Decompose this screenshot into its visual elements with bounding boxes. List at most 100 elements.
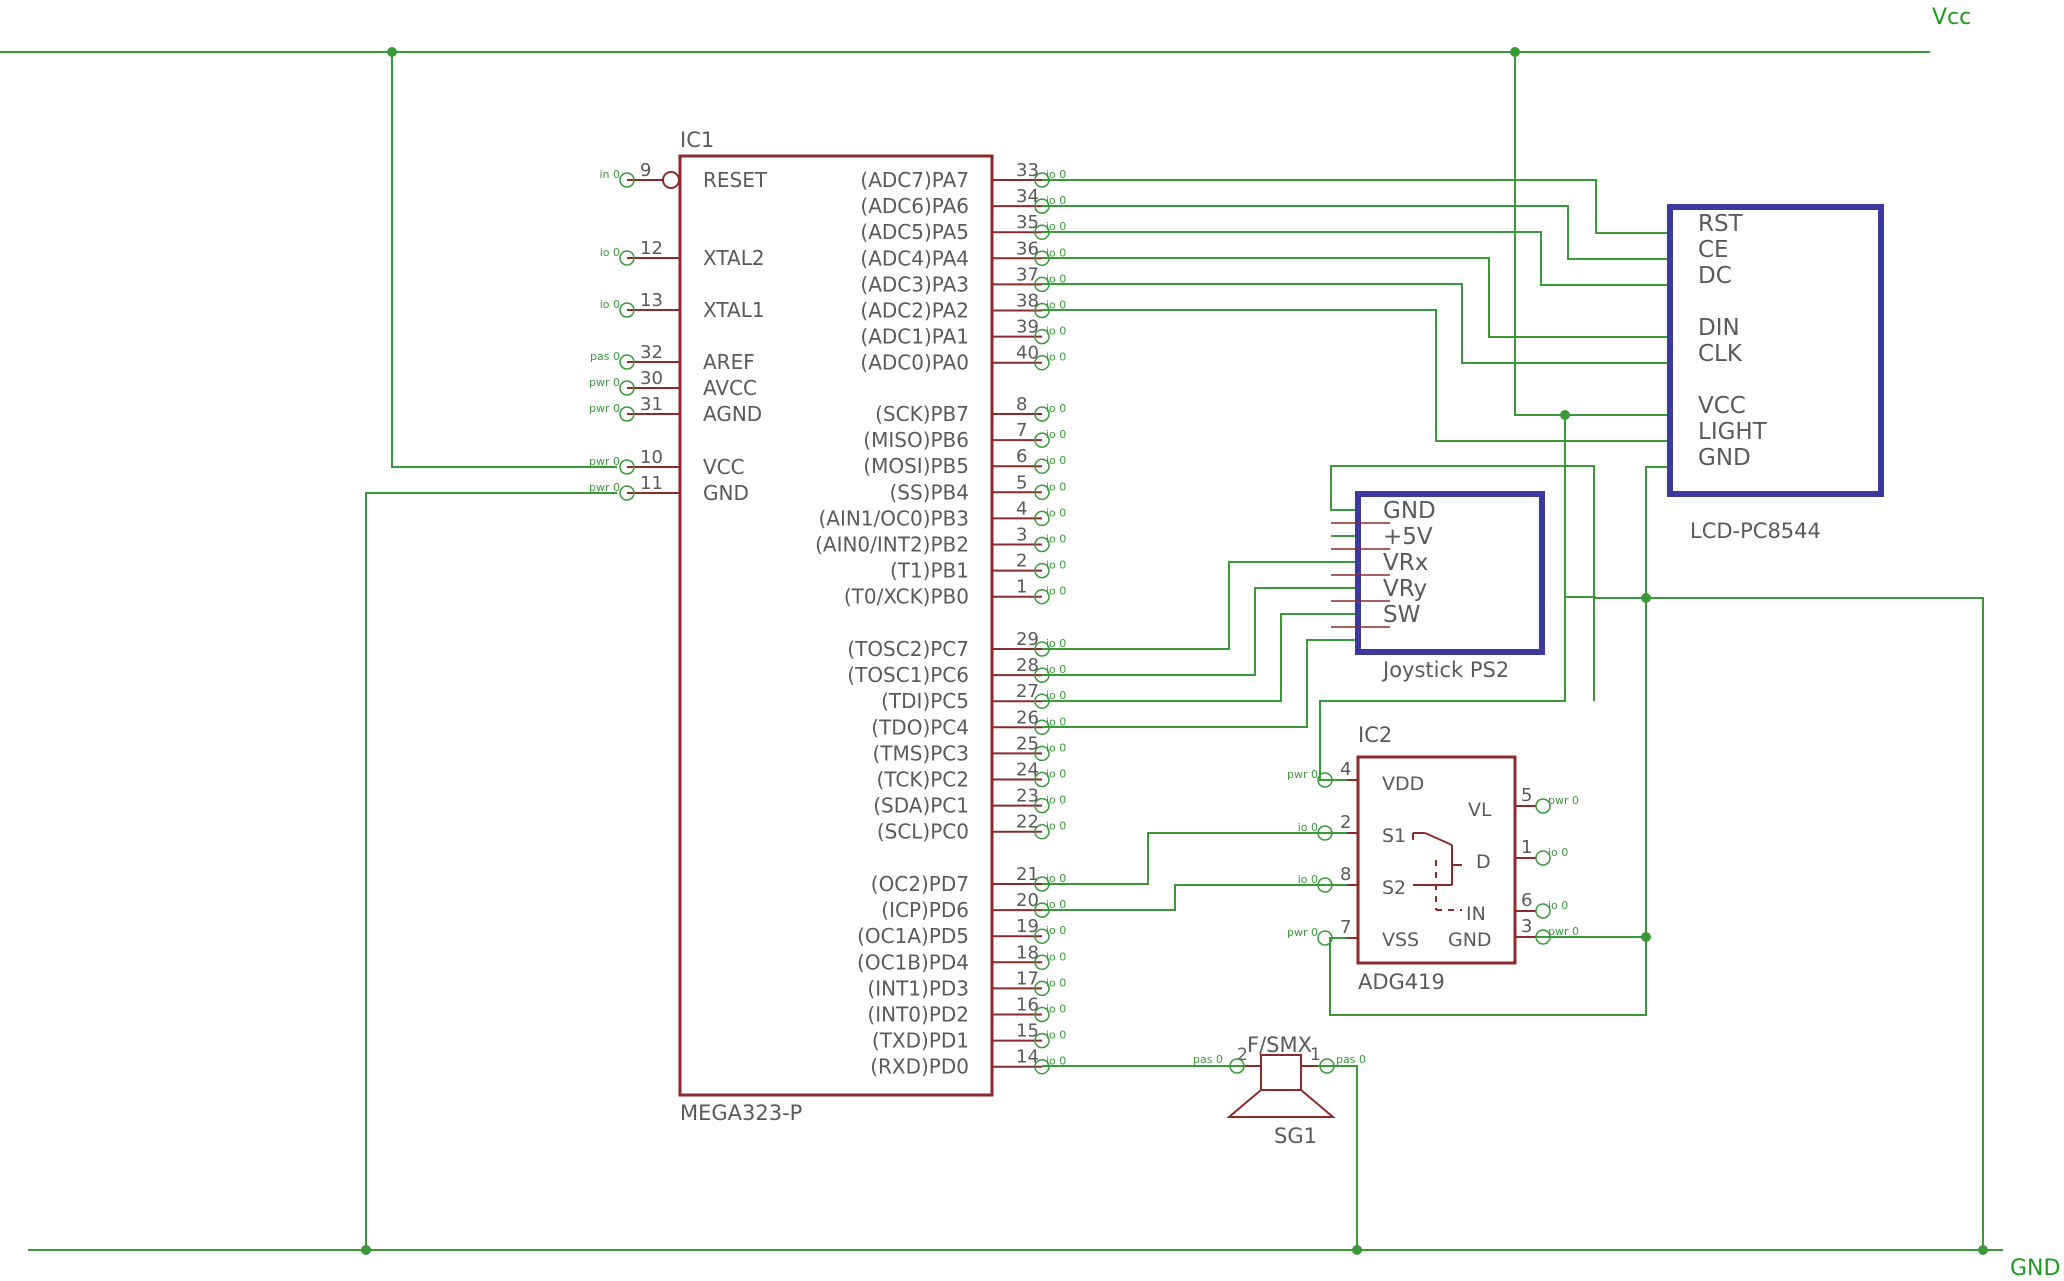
pin-endpoint <box>619 485 635 501</box>
ic1-pin-name: (SCK)PB7 <box>875 402 969 426</box>
ic1-pin-type: io 0 <box>1046 246 1066 259</box>
ic2-s1-label: S1 <box>1382 825 1406 847</box>
pin-endpoint <box>1317 825 1333 841</box>
ic1-pin-type: pwr 0 <box>589 402 620 415</box>
lcd-body <box>1667 204 1884 497</box>
lcd-pin-label: VCC <box>1698 393 1746 419</box>
ic1-pin-name: (TXD)PD1 <box>872 1029 969 1053</box>
ic2-pin-type: pwr 0 <box>1548 794 1579 807</box>
ic2-pin-number: 3 <box>1521 916 1532 937</box>
speaker-sg1[interactable]: F/SMX SG1 2 1 pas 0 pas 0 <box>1193 1033 1366 1148</box>
wire-ic2-vdd <box>1319 415 1566 781</box>
ic1-pin-type: io 0 <box>1046 715 1066 728</box>
pin-endpoint <box>1034 302 1050 319</box>
ic1-pin-name: (ADC2)PA2 <box>860 299 969 323</box>
ic2-vss-label: VSS <box>1382 929 1419 951</box>
pin-endpoint <box>1034 172 1050 188</box>
ic1-pin-number: 28 <box>1016 655 1039 676</box>
wire-joy-gnd <box>1330 465 1595 701</box>
ic1-pin-number: 39 <box>1016 317 1039 338</box>
wire-pc7-vrx <box>1042 561 1358 650</box>
pin-endpoint <box>1034 224 1050 240</box>
ic1-pin-number: 15 <box>1016 1021 1039 1042</box>
pin-endpoint <box>1034 432 1050 448</box>
joystick-pin-label: VRx <box>1383 550 1428 576</box>
speaker-pin-type: pas 0 <box>1336 1053 1366 1066</box>
wire-ic1-vcc <box>391 52 617 468</box>
pin-endpoint <box>619 172 635 188</box>
wire-pc6-vry <box>1042 587 1358 676</box>
ic2-adg419[interactable]: IC2 ADG419 VDD VL S1 D S2 IN VSS GND 4pw… <box>1287 723 1579 994</box>
ic1-pin-name: VCC <box>703 455 745 479</box>
lcd-pin-label: RST <box>1698 211 1744 237</box>
pin-endpoint <box>1034 771 1050 788</box>
ic1-pin-number: 9 <box>640 160 651 181</box>
ic1-pin-name: (ADC4)PA4 <box>860 246 969 270</box>
ic2-pin-number: 2 <box>1340 812 1351 833</box>
ic1-pin-number: 11 <box>640 473 663 494</box>
switch-symbol-icon <box>1412 832 1462 911</box>
ic1-pin-type: io 0 <box>1046 976 1066 989</box>
ic1-pin-name: AVCC <box>703 376 757 400</box>
junction-dot <box>1352 1245 1362 1255</box>
pin-endpoint <box>1034 198 1050 214</box>
ic1-pin-name: (INT1)PD3 <box>867 976 969 1000</box>
wire-pa3-clk <box>1042 283 1670 364</box>
ic1-pin-type: io 0 <box>1046 663 1066 676</box>
pin-endpoint <box>1319 1058 1335 1074</box>
ic1-pin-name: (TCK)PC2 <box>877 768 969 792</box>
ic1-pin-name: (AIN1/OC0)PB3 <box>818 506 969 530</box>
ic1-pin-name: XTAL1 <box>703 298 765 322</box>
ic1-pin-number: 34 <box>1016 186 1039 207</box>
ic1-pin-type: pas 0 <box>590 350 620 363</box>
pin-endpoint <box>1034 928 1050 944</box>
pin-endpoint <box>1034 510 1050 527</box>
ic1-pin-name: AREF <box>703 350 755 374</box>
pin-endpoint <box>1034 536 1050 553</box>
wire-speaker-gnd <box>1318 1065 1358 1250</box>
ic2-pin-type: pwr 0 <box>1287 768 1318 781</box>
pin-endpoint <box>619 406 635 422</box>
lcd-pin-label: CLK <box>1698 341 1743 367</box>
ic1-pin-type: io 0 <box>1046 585 1066 598</box>
ic1-pin-name: (ADC1)PA1 <box>860 325 969 349</box>
pin-endpoint <box>1034 458 1050 474</box>
ic2-pin-type: pwr 0 <box>1287 926 1318 939</box>
ic1-pin-type: io 0 <box>1046 428 1066 441</box>
ic1-pin-number: 30 <box>640 368 663 389</box>
lcd-pin-label: LIGHT <box>1698 419 1768 445</box>
net-label-vcc: Vcc <box>1932 5 1971 30</box>
junction-dot <box>1641 932 1651 942</box>
ic1-pin-name: (SCL)PC0 <box>877 820 969 844</box>
ic1-pin-type: io 0 <box>1046 898 1066 911</box>
ic1-pin-name: (T0/XCK)PB0 <box>844 585 969 609</box>
ic1-pin-name: (INT0)PD2 <box>867 1003 969 1027</box>
ic1-pin-type: io 0 <box>1046 299 1066 312</box>
ic1-pin-type: io 0 <box>1046 533 1066 546</box>
pin-endpoint <box>1535 850 1551 866</box>
speaker-magnet <box>1260 1054 1302 1091</box>
ic1-pin-name: (TMS)PC3 <box>872 741 969 765</box>
speaker-cone-icon <box>1226 1089 1336 1118</box>
pin-endpoint <box>1034 484 1050 501</box>
lcd-pin-label: DC <box>1698 263 1732 289</box>
ic1-pin-number: 25 <box>1016 733 1039 754</box>
ic2-value-label: ADG419 <box>1358 970 1445 994</box>
ic1-pin-number: 27 <box>1016 681 1039 702</box>
pin-endpoint <box>1535 798 1551 814</box>
ic1-pin-number: 36 <box>1016 238 1039 259</box>
ic1-pin-type: io 0 <box>1046 325 1066 338</box>
ic1-pin-name: (OC1B)PD4 <box>857 950 969 974</box>
wire-pd6-s2 <box>1042 884 1347 911</box>
ic1-pin-number: 38 <box>1016 291 1039 312</box>
ic1-pin-name: (TDI)PC5 <box>881 689 969 713</box>
junction-dot <box>1560 410 1570 420</box>
ic1-ref-label: IC1 <box>680 128 714 152</box>
ic2-vl-label: VL <box>1468 799 1492 821</box>
ic1-pin-number: 6 <box>1016 446 1027 467</box>
